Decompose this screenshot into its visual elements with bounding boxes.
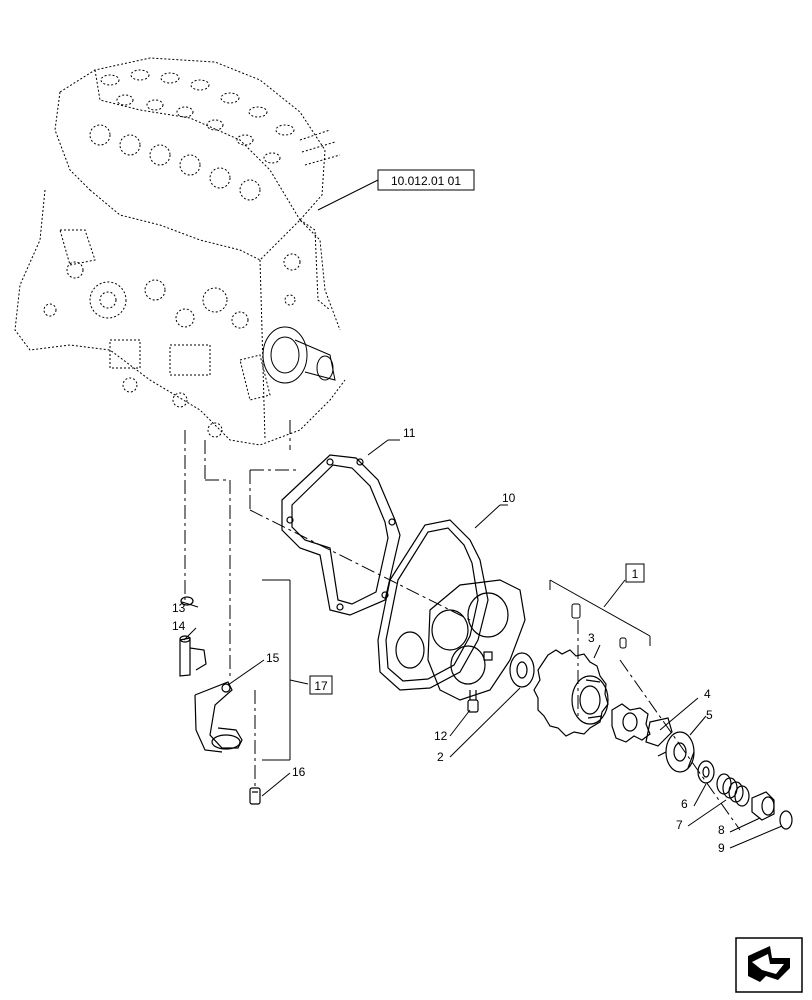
ring-13 [180, 596, 194, 606]
callout-4: 4 [704, 687, 711, 701]
alignment-lines [184, 420, 741, 831]
callout-1-box [625, 563, 645, 583]
callout-12: 12 [434, 729, 448, 743]
callout-1: 1 [632, 567, 639, 581]
callout-6: 6 [681, 797, 688, 811]
leader-lines [181, 439, 783, 849]
callouts: 11 10 1 3 4 5 6 7 8 9 12 2 13 14 15 17 1… [172, 426, 725, 855]
reference-label: 10.012.01 01 [391, 174, 461, 188]
next-page-arrow-icon[interactable] [735, 937, 803, 993]
bolt-12 [467, 690, 479, 713]
bracket-15 [194, 681, 243, 753]
callout-13: 13 [172, 601, 186, 615]
dowel-pins [571, 603, 627, 649]
callout-17-box [309, 675, 333, 695]
hub [657, 731, 695, 773]
plug [751, 791, 775, 821]
thrust-plate [611, 703, 651, 743]
callout-17: 17 [314, 679, 328, 693]
small-washer [697, 760, 715, 784]
callout-10: 10 [502, 491, 516, 505]
timing-cover [395, 579, 526, 701]
callout-2: 2 [437, 750, 444, 764]
gasket [281, 454, 401, 616]
lock-plate [645, 717, 673, 747]
plate-gasket [377, 519, 489, 691]
tube-14 [179, 635, 207, 677]
o-ring [779, 810, 793, 830]
engine-block [14, 57, 346, 446]
callout-9: 9 [718, 841, 725, 855]
callout-17-bracket [262, 579, 309, 761]
callout-16: 16 [292, 765, 306, 779]
callout-1-bracket [549, 579, 651, 646]
callout-15: 15 [266, 651, 280, 665]
idler-gear [533, 649, 609, 737]
callout-5: 5 [706, 708, 713, 722]
spring [716, 773, 750, 807]
screw-16 [249, 787, 261, 805]
callout-11: 11 [403, 426, 416, 440]
callout-7: 7 [676, 818, 683, 832]
callout-8: 8 [718, 823, 725, 837]
callout-3: 3 [588, 631, 595, 645]
spacer-washer [509, 652, 535, 688]
callout-14: 14 [172, 619, 186, 633]
reference-label-group: 10.012.01 01 [317, 169, 475, 211]
